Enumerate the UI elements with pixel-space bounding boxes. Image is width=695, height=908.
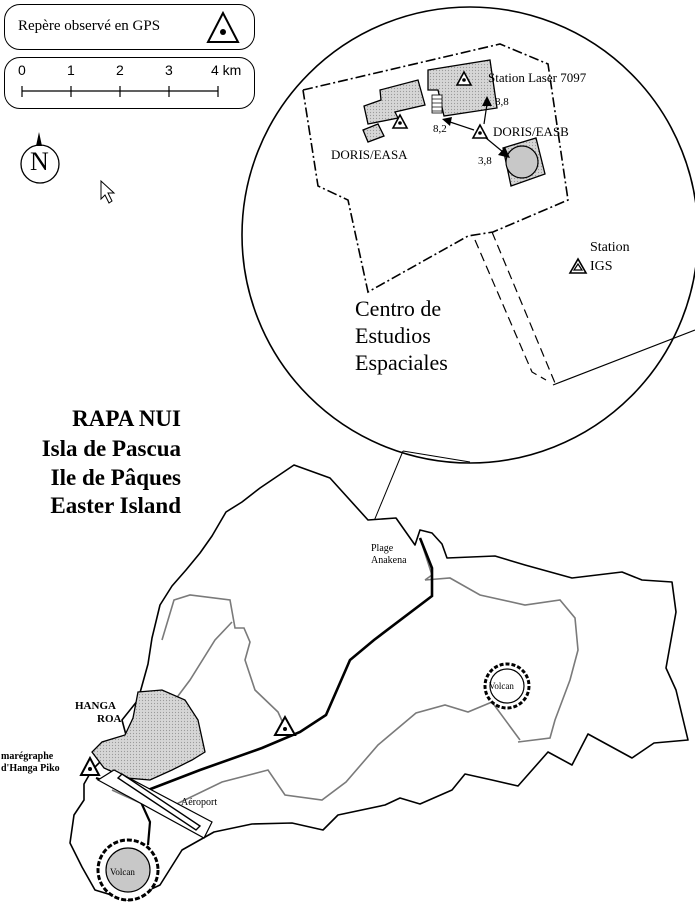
- connector-right: [402, 450, 471, 463]
- gps-marker-easb: [471, 123, 489, 139]
- arrow-easb-easa: [442, 117, 475, 131]
- gray-road-north: [161, 594, 289, 735]
- label-doris-easb: DORIS/EASB: [493, 124, 569, 139]
- scale-bar-box: 0 1 2 3 4 km: [4, 57, 255, 109]
- label-station-laser: Station Laser 7097: [488, 70, 587, 85]
- legend-gps-marker-icon: [206, 10, 240, 43]
- scale-tick-4: 4 km: [211, 62, 242, 78]
- label-dist-laser: 8,8: [495, 96, 509, 108]
- label-centro-3: Espaciales: [355, 350, 448, 375]
- black-road-main: [147, 537, 434, 792]
- outer-road: [552, 329, 695, 386]
- label-plage-1: Plage: [371, 543, 394, 554]
- label-dist-easb: 3,8: [478, 155, 492, 167]
- label-plage-2: Anakena: [371, 555, 407, 566]
- title-line-1: RAPA NUI: [72, 406, 181, 431]
- island-coastline: [69, 464, 689, 901]
- compound-boundary: [302, 43, 569, 294]
- label-station-igs-1: Station: [590, 240, 630, 255]
- north-arrow-needle: [36, 132, 42, 146]
- legend-box: Repère observé en GPS: [4, 4, 255, 50]
- label-dist-easa: 8,2: [433, 123, 447, 135]
- scale-bar: [21, 86, 219, 97]
- airport-runway: [116, 773, 202, 831]
- gps-marker-igs: [568, 257, 588, 274]
- volcano-south: [105, 847, 151, 893]
- title-line-2: Isla de Pascua: [41, 436, 181, 461]
- label-maregraphe-1: marégraphe: [1, 751, 54, 762]
- gray-road-south: [111, 701, 521, 813]
- access-road-left: [474, 239, 547, 381]
- detail-circle: [241, 6, 695, 464]
- label-doris-easa: DORIS/EASA: [331, 147, 408, 162]
- arrow-easb-laser: [482, 96, 492, 125]
- volcano-east: [489, 668, 525, 704]
- legend-label: Repère observé en GPS: [18, 18, 161, 34]
- scale-tick-2: 2: [116, 62, 124, 78]
- mouse-cursor-icon: [100, 179, 116, 204]
- gps-marker-laser: [455, 70, 473, 86]
- title-line-3: Ile de Pâques: [50, 465, 181, 490]
- building-stair: [431, 94, 443, 114]
- label-centro-2: Estudios: [355, 323, 431, 348]
- hanga-roa-town: [91, 689, 206, 781]
- gps-marker-maregraphe: [79, 755, 101, 776]
- scale-tick-0: 0: [18, 62, 26, 78]
- building-small: [362, 123, 385, 143]
- north-letter: N: [30, 147, 49, 176]
- gray-road-inner: [174, 621, 233, 701]
- scale-tick-1: 1: [67, 62, 75, 78]
- gps-marker-centro: [273, 714, 297, 736]
- title-line-4: Easter Island: [50, 493, 181, 518]
- label-maregraphe-2: d'Hanga Piko: [1, 763, 60, 774]
- gps-marker-easa: [391, 113, 409, 129]
- label-hanga-roa-2: ROA: [97, 713, 122, 725]
- label-hanga-roa-1: HANGA: [75, 700, 116, 712]
- arrow-easb-dome: [485, 137, 510, 158]
- label-aeroport: Aéroport: [181, 797, 218, 808]
- label-volcan-south: Volcan: [110, 867, 135, 877]
- label-volcan-east: Volcan: [489, 681, 514, 691]
- label-station-igs-2: IGS: [590, 259, 613, 274]
- dome: [505, 145, 539, 179]
- building-laser: [427, 59, 498, 117]
- label-centro-1: Centro de: [355, 296, 442, 321]
- scale-tick-3: 3: [165, 62, 173, 78]
- gray-road-east: [424, 577, 579, 743]
